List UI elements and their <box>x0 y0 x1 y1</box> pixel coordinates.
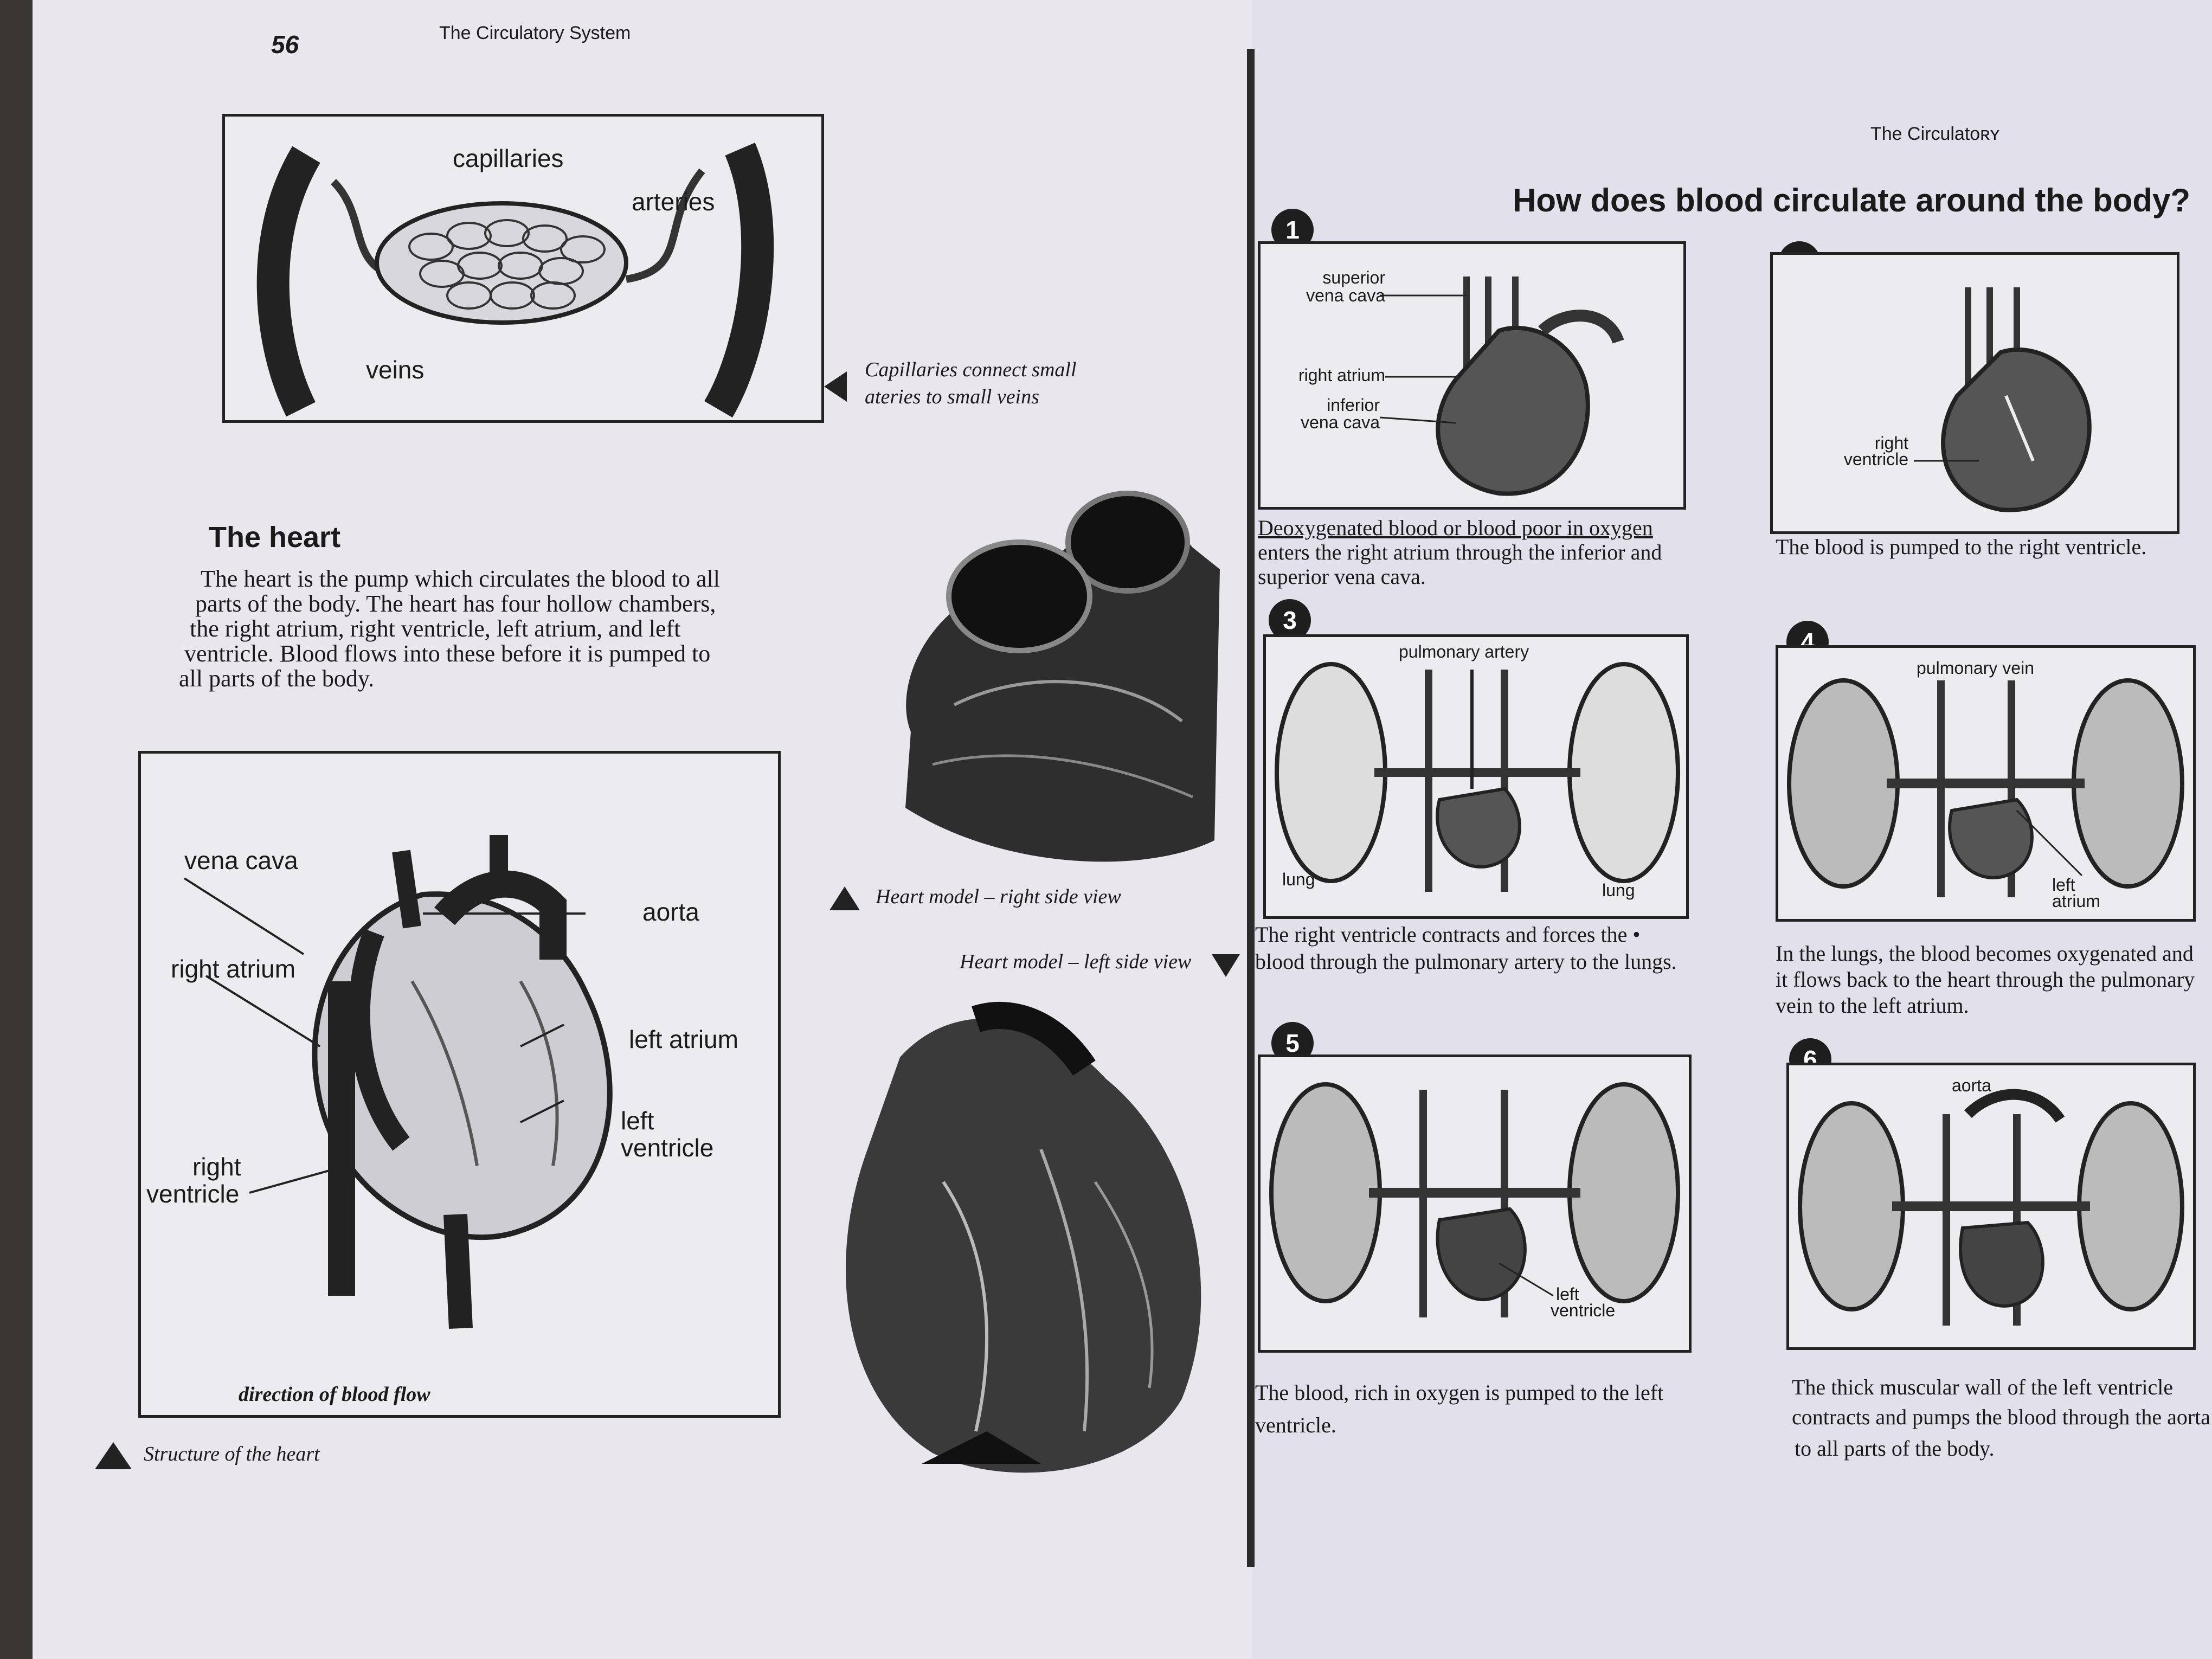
heart-paragraph-line2: parts of the body. The heart has four ho… <box>195 590 716 617</box>
caption-pointer-icon <box>824 371 847 402</box>
step-1-label-right-atrium: right atrium <box>1298 365 1385 385</box>
step-3-label-lung-left: lung <box>1282 870 1315 889</box>
label-left-ventricle-1: left <box>621 1107 654 1135</box>
heart-heading: The heart <box>209 521 341 554</box>
step-5-label-ventricle: ventricle <box>1551 1301 1616 1320</box>
step-3-label-pulmonary-artery: pulmonary artery <box>1399 642 1529 661</box>
label-left-atrium: left atrium <box>629 1025 738 1053</box>
step-6-text-line2: contracts and pumps the blood through th… <box>1792 1405 2211 1429</box>
heart-structure-diagram: vena cava aorta right atrium left atrium… <box>138 751 781 1418</box>
step-2-label-ventricle: ventricle <box>1843 449 1908 469</box>
step-5-label-left: left <box>1556 1284 1579 1304</box>
heart-model-left-photo <box>846 1001 1201 1473</box>
step-1-label-inferior: inferior <box>1327 395 1380 415</box>
step-2-text-line1: The blood is pumped to the right ventric… <box>1776 535 2147 559</box>
step-5-lungs-illustration <box>1269 1082 1680 1317</box>
blood-flow-caption: direction of blood flow <box>239 1383 430 1406</box>
step-4-label-pulmonary-vein: pulmonary vein <box>1917 658 2034 678</box>
circulation-heading: How does blood circulate around the body… <box>1513 182 2191 218</box>
label-right-atrium: right atrium <box>171 955 296 983</box>
step-6-text-line1: The thick muscular wall of the left vent… <box>1792 1375 2174 1399</box>
step-3-text-line1: The right ventricle contracts and forces… <box>1255 922 1641 947</box>
step-1-label-vena-cava: vena cava <box>1306 286 1385 305</box>
model-left-triangle-icon <box>1212 954 1240 977</box>
step-2-label-right: right <box>1874 433 1908 453</box>
step-4-text-line3: vein to the left atrium. <box>1776 993 1969 1018</box>
model-left-caption: Heart model – left side view <box>960 950 1192 973</box>
capillary-caption-line1: Capillaries connect small <box>865 358 1077 381</box>
step-1-text-line2: enters the right atrium through the infe… <box>1258 540 1662 564</box>
step-6-diagram: aorta <box>1786 1063 2196 1350</box>
capillary-diagram: capillaries arteries veins <box>222 114 824 423</box>
step-5-text-line1: The blood, rich in oxygen is pumped to t… <box>1255 1380 1664 1405</box>
step-6-text-line3: to all parts of the body. <box>1795 1436 1995 1461</box>
step-5-diagram: left ventricle <box>1258 1054 1692 1353</box>
step-4-label-left: left <box>2052 875 2075 895</box>
heart-paragraph-line3: the right atrium, right ventricle, left … <box>190 615 681 642</box>
label-capillaries: capillaries <box>453 144 564 172</box>
label-arteries: arteries <box>632 188 715 216</box>
step-2-diagram: right ventricle <box>1770 252 2179 534</box>
step-4-lungs-illustration <box>1787 678 2184 897</box>
step-1-label-superior: superior <box>1322 268 1385 287</box>
step-3-diagram: pulmonary artery lung lung <box>1263 634 1689 919</box>
step-1-label-vena-cava-2: vena cava <box>1301 413 1380 432</box>
model-right-caption: Heart model – right side view <box>876 885 1121 908</box>
heart-paragraph-line4: ventricle. Blood flows into these before… <box>184 640 711 667</box>
book-spine <box>1247 49 1255 1567</box>
label-veins: veins <box>366 356 425 384</box>
step-2-heart-illustration <box>1914 287 2092 512</box>
capillary-illustration <box>256 143 774 418</box>
structure-caption-triangle-icon <box>95 1442 132 1469</box>
step-3-label-lung-right: lung <box>1602 880 1635 900</box>
step-1-diagram: superior vena cava right atrium inferior… <box>1258 241 1686 510</box>
label-vena-cava: vena cava <box>184 846 298 874</box>
right-running-header: The Circulatoʀʏ <box>1870 124 2000 144</box>
heart-paragraph-line5: all parts of the body. <box>179 665 375 692</box>
label-aorta: aorta <box>642 898 699 926</box>
step-6-lungs-illustration <box>1798 1089 2184 1326</box>
step-1-text-line3: superior vena cava. <box>1258 564 1426 589</box>
page-number: 56 <box>271 30 299 59</box>
step-4-diagram: pulmonary vein left atrium <box>1776 645 2196 922</box>
heart-model-right-photo <box>905 491 1220 862</box>
step-5-text-line2: ventricle. <box>1255 1413 1336 1437</box>
step-1-text-line1: Deoxygenated blood or blood poor in oxyg… <box>1258 516 1653 540</box>
label-right-ventricle-1: right <box>192 1153 241 1181</box>
step-4-text-line1: In the lungs, the blood becomes oxygenat… <box>1776 941 2194 966</box>
step-1-heart-illustration <box>1379 276 1624 496</box>
step-6-label-aorta: aorta <box>1952 1076 1991 1095</box>
capillary-caption-line2: ateries to small veins <box>865 385 1039 408</box>
label-left-ventricle-2: ventricle <box>621 1134 714 1162</box>
structure-caption: Structure of the heart <box>144 1443 320 1465</box>
label-right-ventricle-2: ventricle <box>146 1180 240 1208</box>
step-4-text-line2: it flows back to the heart through the p… <box>1776 967 2195 992</box>
running-header: The Circulatory System <box>439 23 631 43</box>
step-3-text-line2: blood through the pulmonary artery to th… <box>1255 949 1677 974</box>
heart-paragraph-line1: The heart is the pump which circulates t… <box>201 565 720 592</box>
step-3-lungs-illustration <box>1275 662 1680 892</box>
model-right-triangle-icon <box>829 886 860 910</box>
heart-illustration <box>183 835 613 1329</box>
step-4-label-atrium: atrium <box>2052 891 2100 911</box>
